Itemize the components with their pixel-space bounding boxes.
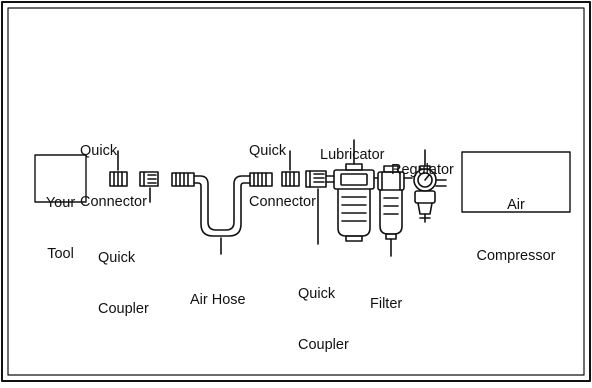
filter-part (373, 165, 405, 257)
quick-coupler-right-label: Quick Coupler (298, 252, 349, 388)
quick-connector-left-label: Quick Connector (80, 109, 147, 245)
quick-coupler-left-label: Quick Coupler (98, 216, 149, 352)
quick-connector-right-label: Quick Connector (249, 109, 316, 245)
lubricator-label-line-1: Lubricator (320, 147, 385, 163)
your-tool-label: Your Tool (35, 161, 86, 297)
air-hose-label-line-1: Air Hose (190, 292, 246, 308)
regulator-label-line-1: Regulator (391, 162, 454, 178)
air-compressor-label-line-1: Air (507, 197, 525, 213)
lubricator-label: Lubricator (320, 113, 384, 198)
air-hose-label: Air Hose (190, 258, 246, 343)
your-tool-box (34, 154, 87, 203)
air-compressor-box (461, 151, 571, 213)
air-hose-part (171, 172, 273, 255)
quick-connector-left-part (109, 150, 128, 187)
air-compressor-label: Air Compressor (462, 163, 570, 299)
your-tool-label-line-1: Your (45, 195, 76, 211)
outer-frame (1, 1, 591, 382)
regulator-label: Regulator (391, 128, 454, 213)
filter-label: Filter (370, 262, 402, 347)
quick-connector-right-label-line-1: Quick (249, 143, 287, 159)
quick-coupler-left-label-line-1: Quick (98, 250, 136, 266)
quick-coupler-right-label-line-2: Coupler (298, 337, 349, 353)
quick-connector-right-label-line-2: Connector (249, 194, 316, 210)
quick-connector-left-label-line-1: Quick (80, 143, 118, 159)
lubricator-part (325, 139, 375, 242)
quick-connector-right-part (281, 150, 300, 187)
quick-coupler-left-part (139, 171, 159, 203)
quick-coupler-left-label-line-2: Coupler (98, 301, 149, 317)
quick-coupler-right-part (305, 170, 327, 245)
quick-connector-left-label-line-2: Connector (80, 194, 147, 210)
your-tool-label-line-2: Tool (47, 246, 74, 262)
quick-coupler-right-label-line-1: Quick (298, 286, 336, 302)
filter-label-line-1: Filter (370, 296, 403, 312)
regulator-part (403, 149, 447, 223)
air-compressor-label-line-2: Compressor (476, 248, 556, 264)
